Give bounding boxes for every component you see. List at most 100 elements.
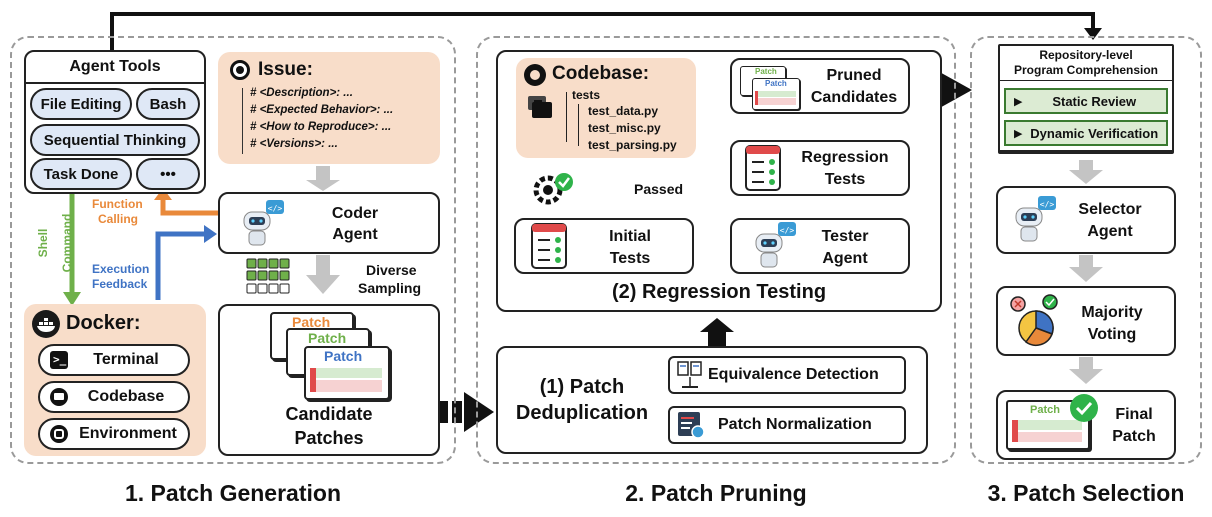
diverse-sampling-label-2: Sampling (358, 280, 422, 296)
final-patch-card-label: Patch (1030, 404, 1060, 416)
execution-feedback-arrowhead (204, 225, 217, 243)
docker-title: Docker: (66, 312, 141, 334)
issue-line-description: # <Description>: ... (250, 87, 353, 99)
final-patch-label-1: Final (1115, 406, 1153, 423)
shell-command-arrowhead (63, 292, 81, 306)
final-patch-label-2: Patch (1112, 428, 1156, 445)
repo-comprehension-label-1: Repository-level (1039, 48, 1133, 62)
patch-pruning-region (476, 36, 956, 464)
checklist-icon-regression (744, 144, 784, 192)
patch-dedup-label-2: Deduplication (515, 402, 649, 424)
issue-line-versions: # <Versions>: ... (250, 138, 338, 150)
patch-card-blue-label: Patch (324, 348, 363, 364)
patch-dedup-label-1: (1) Patch (539, 376, 625, 398)
dynamic-verification-box: ▶ Dynamic Verification (1004, 120, 1168, 146)
folder-icon (50, 388, 68, 406)
dedup-to-regression-arrow (700, 318, 734, 332)
codebase-title: Codebase: (552, 63, 650, 84)
dynamic-verification-label: Dynamic Verification (1030, 125, 1159, 141)
github-icon (524, 64, 546, 86)
normalization-icon (676, 410, 706, 440)
docker-environment-label: Environment (79, 425, 177, 442)
diverse-sampling-label-1: Diverse (366, 262, 417, 278)
svg-text:</>: </> (268, 204, 283, 213)
dynamic-verification-play-icon: ▶ (1014, 127, 1023, 140)
selector-to-voting-arrow (1069, 267, 1103, 282)
function-calling-arrow (160, 196, 218, 216)
tool-task-done: Task Done (30, 158, 132, 190)
regression-testing-title: (2) Regression Testing (611, 281, 827, 303)
selector-agent-label-1: Selector (1078, 201, 1142, 218)
execution-feedback-arrow (155, 231, 206, 300)
selector-robot-icon: </> (1012, 196, 1058, 244)
tester-agent-box (730, 218, 910, 274)
section-title-generation: 1. Patch Generation (124, 480, 341, 506)
equivalence-detection-label: Equivalence Detection (708, 366, 879, 383)
folders-icon (524, 94, 554, 122)
issue-title: Issue: (258, 59, 313, 80)
top-feedback-arrowhead (1084, 28, 1102, 40)
terminal-icon: >_ (50, 351, 68, 369)
robot-icon: </> (240, 200, 286, 248)
equivalence-icon (676, 360, 704, 390)
python-icon (50, 425, 68, 443)
issue-line-reproduce: # <How to Reproduce>: ... (250, 121, 392, 133)
initial-tests-label-1: Initial (609, 228, 651, 245)
svg-text:</>: </> (780, 226, 795, 235)
voting-pie-icon (1010, 294, 1060, 348)
regression-tests-label-2: Tests (824, 171, 866, 188)
coder-to-candidates-arrow (306, 275, 340, 294)
svg-text:</>: </> (1040, 200, 1055, 209)
majority-voting-label-1: Majority (1081, 304, 1143, 321)
regression-tests-label-1: Regression (801, 149, 889, 166)
candidate-patches-label-2: Patches (294, 428, 364, 448)
function-calling-arrowhead (154, 188, 172, 200)
section-title-pruning: 2. Patch Pruning (625, 480, 807, 506)
comprehension-to-selector-arrow (1069, 170, 1103, 184)
shell-command-label-2: Command (60, 213, 74, 273)
repo-comprehension-label-2: Program Comprehension (1013, 63, 1159, 77)
tester-robot-icon: </> (752, 222, 798, 270)
selector-agent-label-2: Agent (1087, 223, 1133, 240)
tester-agent-label-2: Agent (822, 250, 868, 267)
pruned-patch-label-1: Patch (755, 67, 777, 76)
execution-feedback-label-1: Execution (92, 262, 150, 276)
tool-more: ••• (136, 158, 200, 190)
shell-command-label-1: Shell (36, 228, 50, 258)
patch-normalization-label: Patch Normalization (718, 416, 872, 433)
issue-target-icon (230, 60, 250, 80)
tester-agent-label-1: Tester (821, 228, 869, 245)
docker-terminal-label: Terminal (93, 351, 159, 368)
docker-codebase: Codebase (38, 381, 190, 413)
equivalence-detection-box (668, 356, 906, 394)
patch-card-green-label: Patch (308, 330, 347, 346)
codebase-file-data: test_data.py (588, 104, 659, 118)
patch-normalization-box (668, 406, 906, 444)
codebase-file-misc: test_misc.py (588, 121, 661, 135)
pruned-candidates-label-1: Pruned (826, 67, 882, 84)
top-feedback-line (110, 12, 1095, 50)
issue-panel (218, 52, 440, 164)
final-patch-card: Patch (1006, 400, 1090, 450)
static-review-play-icon: ▶ (1014, 95, 1023, 108)
candidate-patches-label-1: Candidate (285, 404, 373, 424)
gear-check-icon (532, 172, 576, 206)
tool-bash: Bash (136, 88, 200, 120)
docker-icon (32, 310, 60, 338)
patch-card-orange-label: Patch (292, 314, 331, 330)
pruned-patch-card-2: Patch (752, 78, 800, 110)
docker-codebase-label: Codebase (87, 388, 165, 405)
coder-agent-label-2: Agent (332, 226, 378, 243)
sampling-grid-icon (246, 258, 290, 296)
patch-card-blue: Patch (304, 346, 390, 400)
section-title-selection: 3. Patch Selection (987, 480, 1185, 506)
patch-selection-region (970, 36, 1202, 464)
docker-terminal: >_ Terminal (38, 344, 190, 376)
pruned-patch-label-2: Patch (765, 79, 787, 88)
issue-to-coder-arrow (306, 180, 340, 191)
agent-tools-title: Agent Tools (69, 58, 161, 75)
execution-feedback-label-2: Feedback (92, 277, 148, 291)
function-calling-label-1: Function (92, 197, 143, 211)
coder-agent-label-1: Coder (331, 205, 379, 222)
static-review-box: ▶ Static Review (1004, 88, 1168, 114)
